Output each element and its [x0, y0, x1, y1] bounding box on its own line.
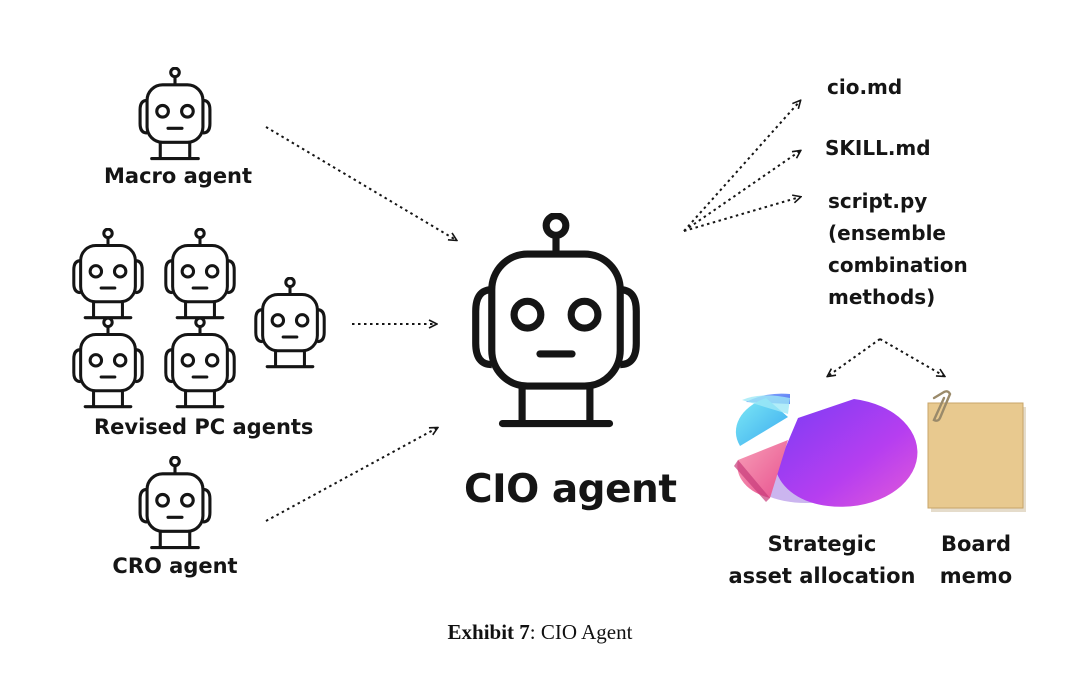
paperclip-icon [932, 390, 952, 422]
file-script-py: script.py [828, 189, 928, 213]
exhibit-caption: Exhibit 7: CIO Agent [0, 620, 1080, 645]
pc-agent-robot-icon [72, 317, 144, 409]
file-skill-md: SKILL.md [825, 136, 931, 160]
board-memo-label-line2: memo [939, 564, 1013, 588]
pc-agent-robot-icon [72, 228, 144, 320]
cio-agent-title: CIO agent [464, 467, 677, 512]
cio-agent-robot-icon [476, 216, 637, 424]
file-script-desc-2: combination [828, 253, 968, 277]
macro-agent-robot-icon [138, 67, 212, 161]
file-script-desc-1: (ensemble [828, 221, 946, 245]
memo-paper-icon [927, 390, 1026, 512]
exhibit-caption-label: Exhibit 7 [447, 620, 530, 644]
script-to-memo-arrow [879, 338, 944, 376]
cio-to-skill-md-arrow [683, 151, 800, 232]
cro-agent-robot-icon [138, 456, 212, 550]
cio-to-cio-md-arrow [683, 101, 800, 232]
macro-agent-label: Macro agent [104, 164, 253, 188]
strategic-allocation-label-line2: asset allocation [728, 564, 916, 588]
pc-agent-robot-icon [164, 228, 236, 320]
strategic-allocation-label-line1: Strategic [767, 532, 877, 556]
exhibit-caption-text: : CIO Agent [529, 620, 633, 644]
cro-to-cio-arrow [265, 428, 437, 522]
pie-chart-icon [734, 393, 918, 507]
file-cio-md: cio.md [827, 75, 903, 99]
file-script-desc-3: methods) [828, 285, 936, 309]
script-to-allocation-arrow [828, 338, 881, 376]
pc-agents-label: Revised PC agents [94, 415, 314, 439]
cro-agent-label: CRO agent [112, 554, 238, 578]
pc-agent-robot-icon [254, 277, 326, 369]
macro-to-cio-arrow [265, 126, 456, 240]
board-memo-label-line1: Board [941, 532, 1011, 556]
cio-to-script-py-arrow [683, 197, 800, 232]
pc-agent-robot-icon [164, 317, 236, 409]
